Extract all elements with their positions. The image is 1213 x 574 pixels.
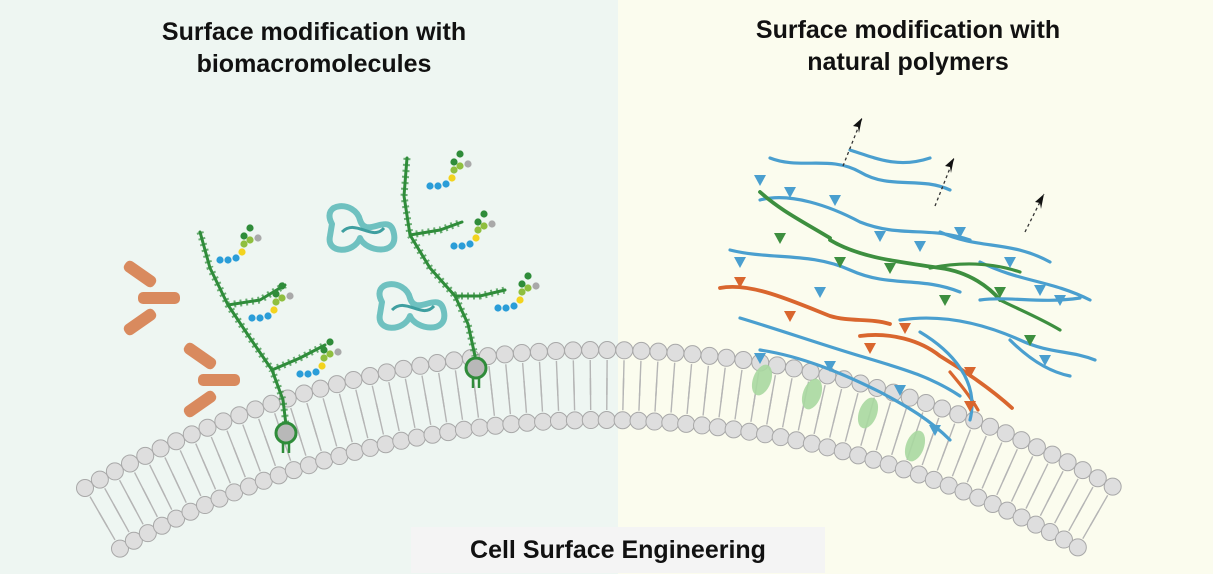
dashed-arrow [1024,193,1045,233]
crosslink-node [829,195,841,206]
crosslink-node [784,187,796,198]
polymer-chain [718,285,892,326]
right-heading-line2: natural polymers [807,48,1009,76]
crosslink-node [814,287,826,298]
dna-strand [226,283,287,307]
polymer-chain [978,260,1092,302]
crosslink-node [884,263,896,274]
dna-strand-icon [196,156,507,427]
dna-strand [402,156,477,358]
dna-rungs [270,341,327,374]
polymer-network-icon [718,148,1097,442]
crosslink-node [1039,355,1051,366]
crosslink-node [784,311,796,322]
crosslink-node [894,385,906,396]
crosslink-node [874,231,886,242]
polymer-chain [728,248,962,294]
antibody [183,342,240,418]
polymer-chain [828,238,1002,302]
polymer-chain [758,190,832,240]
polymer-chain [898,316,1097,362]
polymer-chain [858,333,1014,410]
crosslink-node [939,295,951,306]
left-heading-line1: Surface modification with [161,18,467,46]
crosslink-node [834,257,846,268]
glycan-chain-icon [216,150,540,378]
crosslink-node [734,277,746,288]
protein-icon [326,203,448,331]
polymer-chain [998,298,1062,332]
dna-rungs [455,286,506,300]
crosslink-node [1034,285,1046,296]
anchor [274,421,298,445]
right-heading-line1: Surface modification with [755,16,1061,44]
polymer-chain [1008,338,1072,378]
lipid-bilayer-icon [76,341,1122,558]
polymer-chain [928,262,1022,274]
left-heading: Surface modification with biomacromolecu… [0,16,628,80]
anchor-icon [274,356,488,453]
crosslink-node [734,257,746,268]
membrane-protein [857,397,879,429]
glycan-chain [426,150,472,190]
natural-polymer-illustration [718,117,1097,462]
polymer-chain [848,148,932,165]
dna-rungs [409,218,464,239]
arrow-head [1035,194,1044,209]
glycan-chain [296,338,342,378]
antibody-icon [123,260,240,418]
crosslink-node [754,175,766,186]
membrane-protein-icon [751,364,926,462]
crosslink-node [774,233,786,244]
crosslink-node [929,425,941,436]
crosslink-node [954,227,966,238]
polymer-chain [738,316,962,398]
crosslink-node [964,401,976,412]
crosslink-node [1024,335,1036,346]
membrane-protein [904,430,926,462]
crosslink-node [899,323,911,334]
footer-label: Cell Surface Engineering [411,527,825,573]
protein [326,203,398,253]
crosslink-node [1054,295,1066,306]
antibody [123,260,180,336]
glycan-chain [248,282,294,322]
dna-rungs [196,231,290,426]
arrow-head [853,118,862,133]
protein [376,281,448,331]
glycan-chain [450,210,496,250]
membrane-protein [751,364,773,396]
crosslink-node [1004,257,1016,268]
polymer-chain [938,230,1052,264]
arrow-icon [842,117,1045,233]
polymer-chain [978,296,1082,302]
membrane-protein [801,378,823,410]
crosslink-node [994,287,1006,298]
crosslink-node [824,361,836,372]
polymer-chain [768,156,952,192]
polymer-chain [758,196,972,242]
crosslink-node [754,353,766,364]
biomacromolecule-illustration [123,150,540,453]
glycan-chain [494,272,540,312]
anchor [464,356,488,380]
crosslink-node [864,343,876,354]
crosslink-node [914,241,926,252]
polymer-chain [948,370,980,412]
right-heading: Surface modification with natural polyme… [628,14,1188,78]
glycan-chain [216,224,262,264]
left-heading-line2: biomacromolecules [196,50,432,78]
crosslink-node [964,367,976,378]
polymer-chain [758,348,952,442]
arrow-head [945,158,954,173]
